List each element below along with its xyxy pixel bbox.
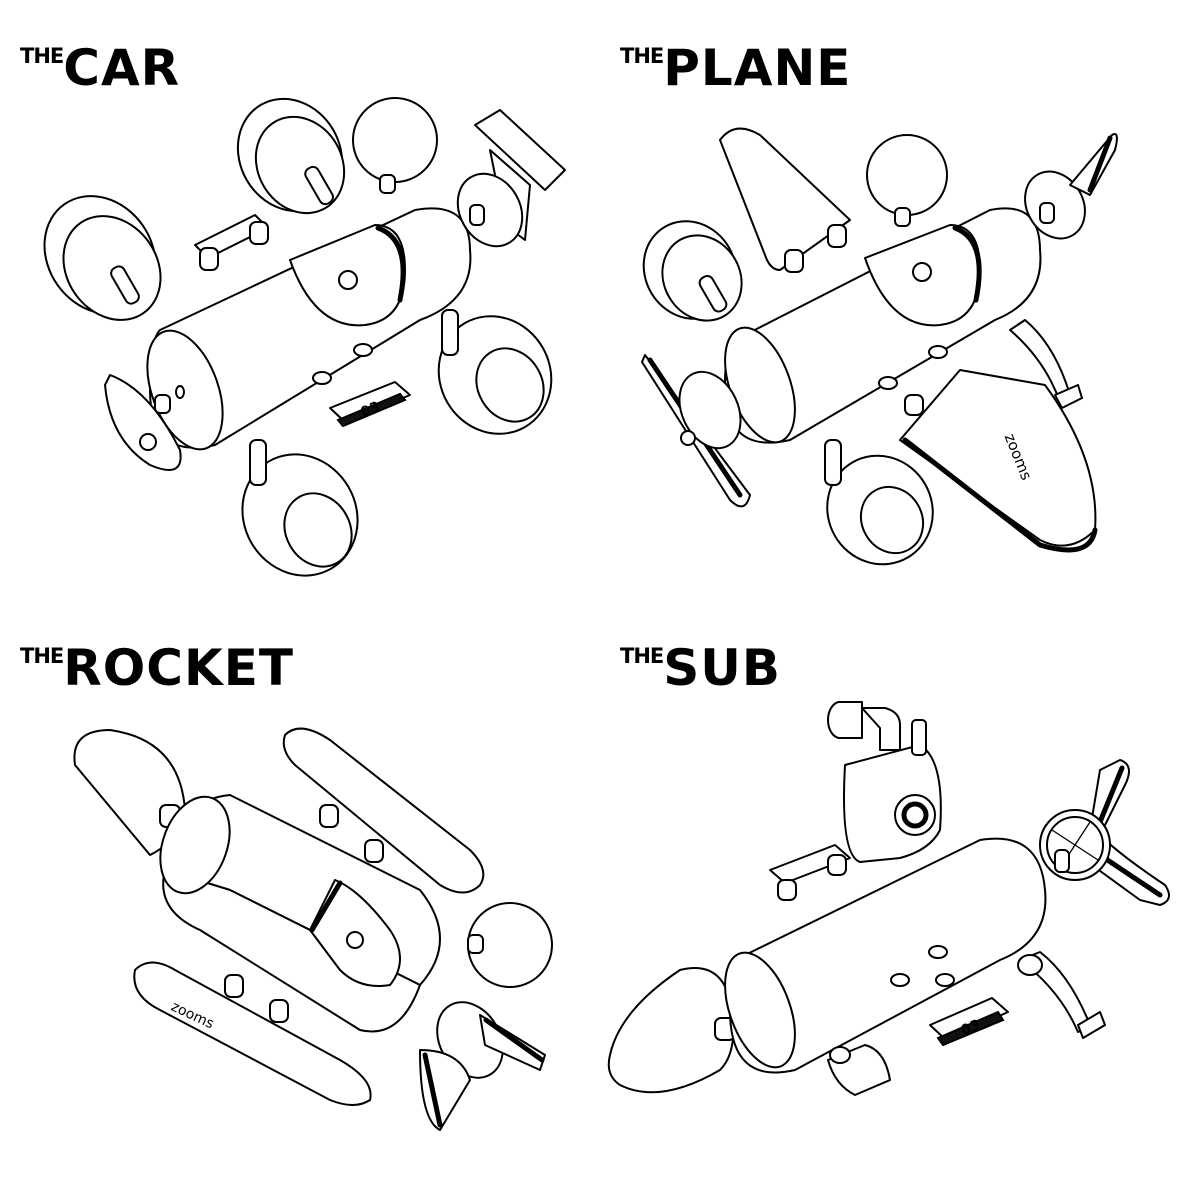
sub-title-prefix: THE	[620, 644, 664, 668]
car-title-word: CAR	[63, 39, 181, 97]
car-rear-cap	[105, 375, 181, 470]
car-exploded-diagram: 03	[0, 0, 600, 600]
sub-body	[711, 839, 1045, 1077]
plane-title-prefix: THE	[620, 44, 664, 68]
rocket-bottom-fin: zooms	[134, 963, 370, 1106]
sub-panel: 03 THESUB	[600, 600, 1200, 1200]
plane-propeller	[1013, 134, 1117, 249]
car-badge-03: 03	[330, 382, 410, 426]
rocket-panel: zooms THEROCKET	[0, 600, 600, 1200]
sub-title-word: SUB	[663, 639, 781, 697]
rocket-head-ball	[468, 903, 552, 987]
plane-head-ball	[867, 135, 947, 226]
car-wheel-bottom	[221, 433, 380, 596]
rocket-body	[148, 787, 440, 1031]
rocket-title: THEROCKET	[20, 638, 294, 698]
plane-body	[711, 208, 1040, 451]
plane-main-wing: zooms	[900, 370, 1095, 550]
sub-exploded-diagram: 03	[600, 600, 1200, 1200]
car-body	[133, 208, 471, 459]
sub-badge-03: 03	[930, 998, 1008, 1045]
sub-badge-text: 03	[959, 1017, 983, 1039]
rocket-title-prefix: THE	[20, 644, 64, 668]
rocket-exploded-diagram: zooms	[0, 600, 600, 1200]
car-head-ball	[353, 98, 437, 193]
plane-exploded-diagram: zooms	[600, 0, 1200, 600]
car-wheel-left	[22, 174, 181, 338]
plane-tail-fin	[642, 355, 752, 506]
plane-panel: zooms THEPLANE	[600, 0, 1200, 600]
plane-wheel-bottom	[807, 436, 952, 583]
car-wheel-top	[218, 80, 363, 230]
plane-rear-claw	[1010, 320, 1082, 408]
sub-periscope	[828, 702, 941, 862]
car-wheel-right	[417, 296, 572, 455]
car-badge-text: 03	[358, 399, 382, 421]
sub-bottom-piece	[828, 1045, 890, 1095]
plane-top-wing	[720, 129, 850, 272]
car-title: THECAR	[20, 38, 180, 98]
car-spoiler	[445, 110, 565, 258]
rocket-title-word: ROCKET	[63, 639, 294, 697]
car-connector-piece	[195, 215, 268, 270]
plane-title: THEPLANE	[620, 38, 851, 98]
sub-connector-piece	[770, 845, 850, 900]
rocket-booster-fin	[420, 990, 545, 1130]
sub-rear-claw	[1018, 952, 1105, 1038]
rocket-top-fin	[284, 729, 484, 893]
sub-nose-cone	[609, 968, 735, 1092]
plane-title-word: PLANE	[663, 39, 852, 97]
plane-wheel-left	[626, 204, 757, 336]
sub-propeller	[1040, 760, 1169, 905]
car-title-prefix: THE	[20, 44, 64, 68]
sub-title: THESUB	[620, 638, 781, 698]
car-panel: 03	[0, 0, 600, 600]
